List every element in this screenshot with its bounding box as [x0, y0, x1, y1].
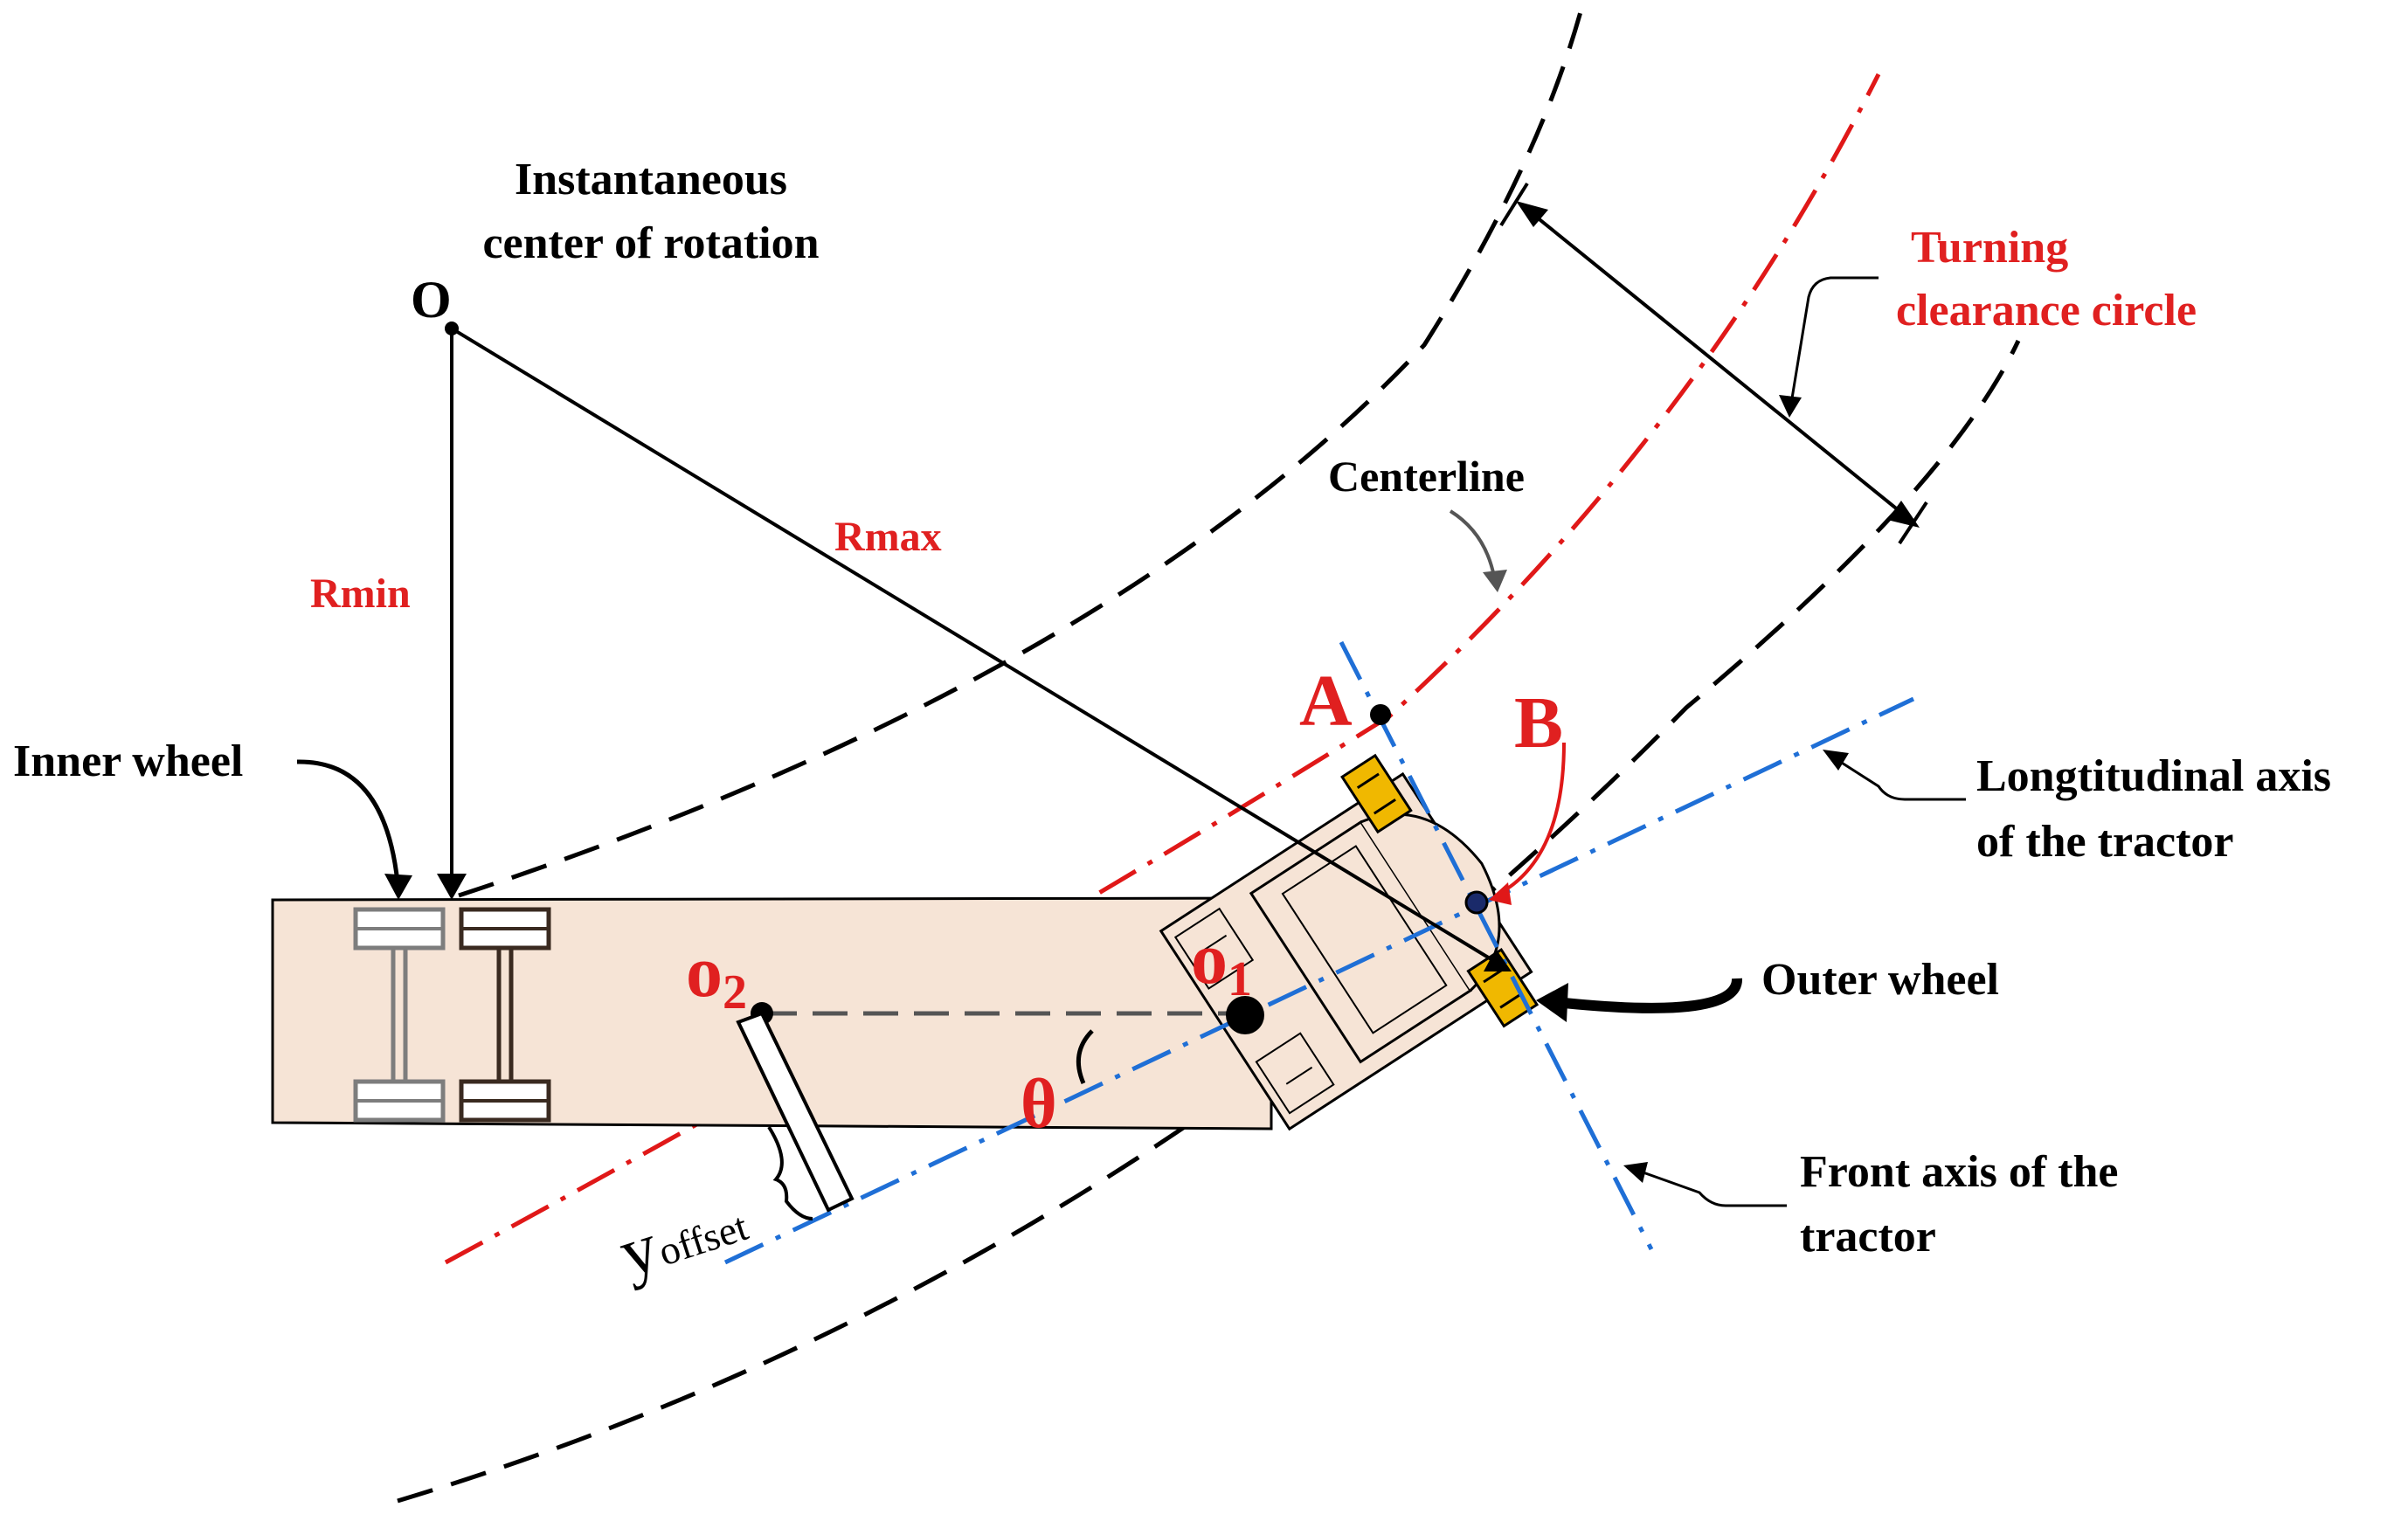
theta-arc — [1076, 1029, 1094, 1084]
o2-label: o2 — [686, 931, 747, 1020]
turning-leader — [1789, 276, 1879, 404]
inner-wheel-leader — [296, 759, 400, 883]
rmin-label: Rmin — [310, 570, 411, 617]
centerline-leader — [1449, 509, 1496, 577]
rmax-label: Rmax — [834, 514, 942, 560]
centerline-label: Centerline — [1328, 452, 1525, 501]
turning-label-line1: Turning — [1911, 223, 2068, 273]
point-a-dot — [1370, 704, 1391, 725]
long-axis-label-line1: Longtitudinal axis — [1976, 751, 2331, 801]
point-o1-dot — [1226, 996, 1264, 1034]
outer-clearance-arc — [397, 339, 2021, 1504]
long-axis-leader-head — [1823, 750, 1849, 771]
clearance-tick-top — [1499, 182, 1529, 227]
o2-letter: o — [686, 931, 723, 1013]
front-axis-label-line1: Front axis of the — [1800, 1147, 2118, 1197]
point-b-dot — [1464, 890, 1489, 915]
long-axis-leader — [1834, 757, 1966, 801]
o2-subscript: 2 — [723, 965, 747, 1020]
front-axis-leader — [1637, 1169, 1787, 1207]
inner-rear-axle — [353, 907, 446, 1123]
point-o-label: O — [411, 271, 452, 328]
outer-wheel-leader — [1563, 978, 1742, 1013]
yoffset-label: y offset — [610, 1204, 753, 1292]
point-b-pointer-head — [1489, 882, 1512, 905]
clearance-arrowhead-top — [1516, 201, 1548, 227]
theta-label: θ — [1021, 1066, 1057, 1143]
inner-wheel-leader-head — [384, 874, 412, 900]
rmax-arrowhead — [1484, 949, 1512, 971]
longitudinal-axis-line — [723, 696, 1915, 1265]
turning-label-line2: clearance circle — [1896, 286, 2197, 335]
front-axis-label-line2: tractor — [1800, 1212, 1936, 1262]
front-axis-line — [1339, 640, 1654, 1251]
icr-label-line1: Instantaneous — [515, 155, 787, 204]
tractor-cab — [1159, 753, 1540, 1131]
clearance-arrowhead-bottom — [1887, 501, 1920, 528]
o1-label: o1 — [1191, 918, 1252, 1006]
long-axis-label-line2: of the tractor — [1976, 817, 2234, 867]
y-subscript: offset — [653, 1204, 753, 1275]
front-axis-leader-head — [1623, 1162, 1648, 1183]
turning-leader-head — [1779, 395, 1802, 418]
outer-rear-axle — [459, 907, 551, 1123]
o1-subscript: 1 — [1228, 952, 1252, 1006]
clearance-width-arrow — [1520, 204, 1915, 524]
rmax-line — [450, 327, 1496, 963]
rmin-arrowhead — [437, 874, 467, 900]
outer-wheel-leader-head — [1536, 983, 1568, 1022]
outer-wheel-label: Outer wheel — [1761, 955, 1999, 1005]
clearance-tick-bottom — [1898, 501, 1928, 545]
centerline-path — [444, 73, 1881, 1265]
front-inner-wheel — [1340, 753, 1413, 834]
point-b-pointer — [1495, 742, 1566, 897]
o1-letter: o — [1191, 918, 1228, 999]
point-a-label: A — [1299, 660, 1353, 742]
icr-label-line2: center of rotation — [482, 218, 819, 268]
centerline-leader-head — [1483, 570, 1507, 592]
inner-wheel-label: Inner wheel — [13, 736, 243, 786]
point-b-label: B — [1514, 682, 1563, 764]
yoffset-brace — [767, 1125, 813, 1220]
yoffset-bar — [736, 1011, 855, 1213]
